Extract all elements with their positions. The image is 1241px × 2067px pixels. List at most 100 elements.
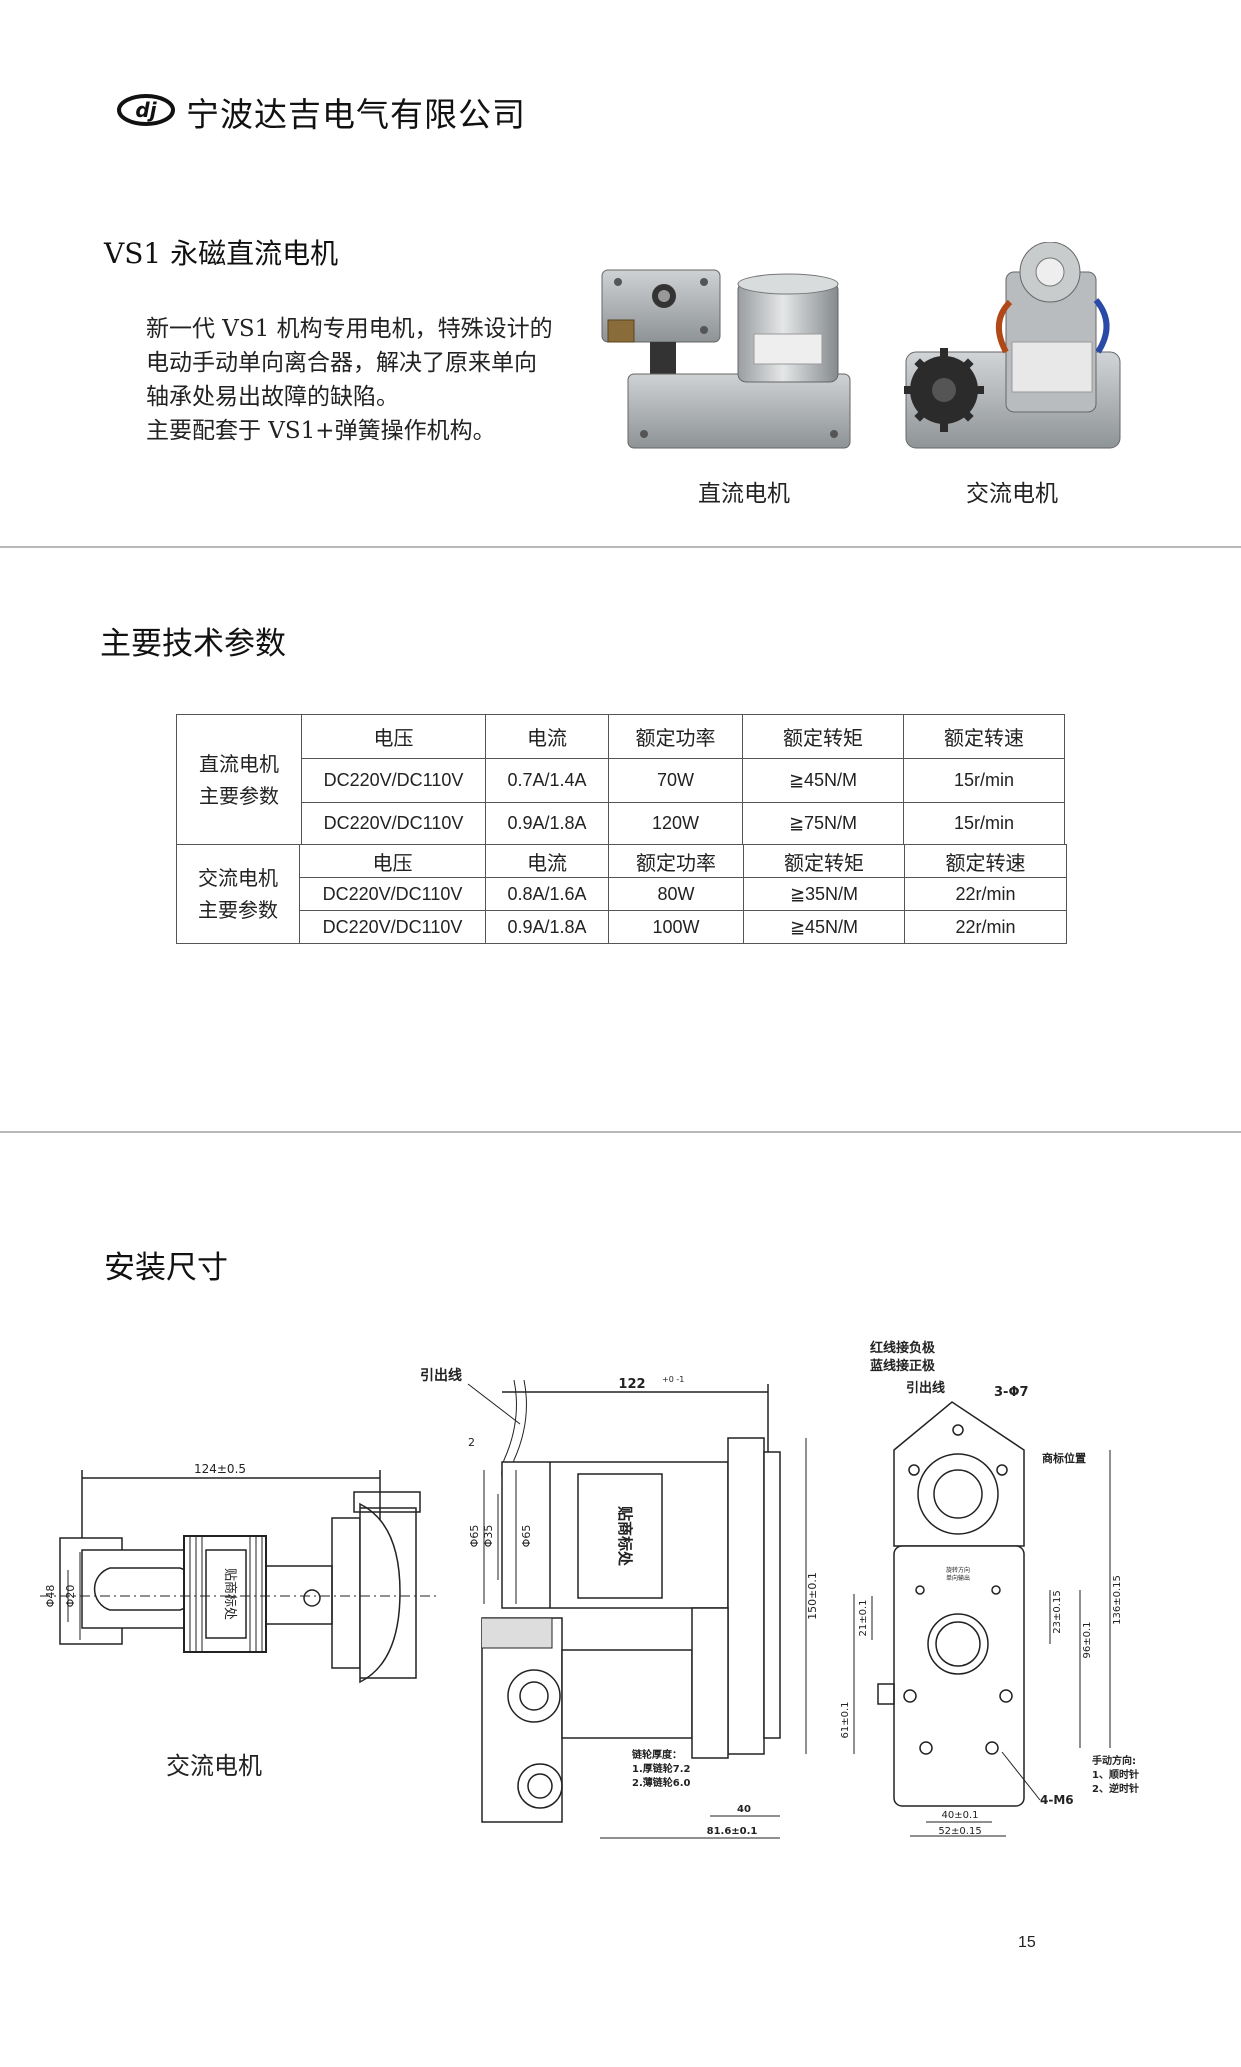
dc-motor-photo [601,269,851,449]
cell-torque: ≧45N/M [742,758,904,803]
section-divider [0,1131,1241,1133]
cell-power: 100W [608,910,744,944]
section-title-params: 主要技术参数 [100,626,286,662]
sprocket-thick: 1.厚链轮7.2 [632,1762,691,1775]
ac-side-view: 124±0.5 贴商标处 Φ48 Φ20 [40,1462,440,1684]
intro-paragraph: 新一代 VS1 机构专用电机，特殊设计的 电动手动单向离合器，解决了原来单向 轴… [146,312,553,448]
cell-speed: 22r/min [904,910,1067,944]
header-power: 额定功率 [608,714,743,759]
dc-motor-caption: 直流电机 [698,481,790,507]
dim-d35: Φ35 [482,1525,495,1548]
table-row: DC220V/DC110V 0.7A/1.4A 70W ≧45N/M 15r/m… [177,758,1065,803]
rotation-out: 单向输出 [946,1574,970,1582]
dc-group-label: 直流电机 主要参数 [176,714,302,845]
intro-line: 轴承处易出故障的缺陷。 [146,384,399,410]
dim-d65b: Φ65 [520,1525,533,1548]
dim-d20: Φ20 [64,1585,77,1608]
section-title-vs1: VS1 永磁直流电机 [104,237,339,270]
cell-power: 80W [608,877,744,911]
header-torque: 额定转矩 [742,714,904,759]
intro-line: 新一代 VS1 机构专用电机，特殊设计的 [146,316,553,342]
ac-params-table: 交流电机 主要参数 电压 电流 额定功率 额定转矩 额定转速 DC220V/DC… [176,844,1067,944]
cell-speed: 22r/min [904,877,1067,911]
dim-52: 52±0.15 [938,1826,981,1837]
sprocket-thin: 2.薄链轮6.0 [632,1776,691,1789]
page-number: 15 [1018,1934,1036,1951]
section-title-install: 安装尺寸 [104,1250,228,1286]
header-speed: 额定转速 [903,714,1065,759]
intro-line: 主要配套于 VS1+弹簧操作机构。 [146,418,496,444]
dim-124: 124±0.5 [194,1462,246,1476]
cell-current: 0.7A/1.4A [485,758,609,803]
lead-wire-label: 引出线 [420,1367,462,1384]
manual-ccw: 2、逆时针 [1092,1782,1139,1795]
ac-motor-caption: 交流电机 [966,481,1058,507]
blue-wire-label: 蓝线接正极 [870,1358,936,1374]
logo-position-label: 商标位置 [1042,1451,1086,1465]
cell-current: 0.8A/1.6A [485,877,609,911]
table-row: DC220V/DC110V 0.8A/1.6A 80W ≧35N/M 22r/m… [177,877,1067,911]
cell-current: 0.9A/1.8A [485,910,609,944]
m6-label: 4-M6 [1040,1793,1074,1807]
cell-speed: 15r/min [903,802,1065,845]
company-name: 宁波达吉电气有限公司 [186,95,526,134]
dim-d48: Φ48 [44,1585,57,1608]
dc-group-label-1: 直流电机 [199,751,279,776]
ac-group-label-1: 交流电机 [198,866,278,890]
cell-torque: ≧35N/M [743,877,905,911]
dim-136: 136±0.15 [1112,1575,1123,1625]
header-power: 额定功率 [608,844,744,878]
dim-122-tol: +0 -1 [662,1375,684,1384]
dim-2: 2 [468,1436,475,1449]
header-torque: 额定转矩 [743,844,905,878]
installation-dimension-drawing: 124±0.5 贴商标处 Φ48 Φ20 引出线 122 +0 -1 2 [40,1340,1139,1839]
dim-23: 23±0.15 [1052,1590,1063,1633]
table-row: DC220V/DC110V 0.9A/1.8A 120W ≧75N/M 15r/… [177,802,1065,845]
cell-voltage: DC220V/DC110V [299,877,486,911]
cell-speed: 15r/min [903,758,1065,803]
cell-torque: ≧75N/M [742,802,904,845]
company-logo-icon: dj [117,94,175,126]
cell-power: 120W [608,802,743,845]
section-divider [0,546,1241,548]
ac-motor-drawing-caption: 交流电机 [166,1752,262,1780]
header-current: 电流 [485,844,609,878]
dim-40r: 40±0.1 [941,1810,978,1821]
cell-current: 0.9A/1.8A [485,802,609,845]
sprocket-thickness: 链轮厚度： [631,1748,682,1761]
dc-params-table: 直流电机 主要参数 电压 电流 额定功率 额定转矩 额定转速 DC220V/DC… [176,714,1065,845]
mid-label-sticker: 贴商标处 [616,1506,634,1567]
lead-wire-label-r: 引出线 [906,1380,945,1396]
holes-label: 3-Φ7 [994,1385,1029,1400]
ac-group-label-2: 主要参数 [198,898,278,922]
dc-group-label-2: 主要参数 [199,783,279,808]
svg-text:dj: dj [135,98,157,122]
dim-40: 40 [737,1804,751,1815]
dim-d65a: Φ65 [468,1525,481,1548]
dim-81-6: 81.6±0.1 [707,1826,758,1837]
cell-torque: ≧45N/M [743,910,905,944]
dim-61: 61±0.1 [840,1701,851,1738]
table-row: DC220V/DC110V 0.9A/1.8A 100W ≧45N/M 22r/… [177,910,1067,944]
dim-150: 150±0.1 [806,1572,819,1620]
rotation-dir: 旋转方向 [946,1566,970,1574]
intro-line: 电动手动单向离合器，解决了原来单向 [146,350,537,376]
header-speed: 额定转速 [904,844,1067,878]
dim-21: 21±0.1 [858,1599,869,1636]
manual-dir: 手动方向: [1092,1754,1136,1767]
header-voltage: 电压 [299,844,486,878]
cell-voltage: DC220V/DC110V [301,802,486,845]
dc-side-view: 引出线 122 +0 -1 2 贴商标处 Φ65 Φ35 Φ65 150±0.1… [420,1367,819,1839]
front-view: 红线接负极 蓝线接正极 引出线 3-Φ7 商标位置 旋转方向 单向输出 21±0… [840,1340,1139,1837]
ac-motor-photo [904,242,1121,449]
dim-96: 96±0.1 [1082,1621,1093,1658]
ac-group-label: 交流电机 主要参数 [176,844,300,944]
cell-power: 70W [608,758,743,803]
red-wire-label: 红线接负极 [870,1340,936,1356]
manual-cw: 1、顺时针 [1092,1768,1139,1781]
cell-voltage: DC220V/DC110V [301,758,486,803]
dim-122: 122 [618,1377,645,1392]
cell-voltage: DC220V/DC110V [299,910,486,944]
header-current: 电流 [485,714,609,759]
header-voltage: 电压 [301,714,486,759]
